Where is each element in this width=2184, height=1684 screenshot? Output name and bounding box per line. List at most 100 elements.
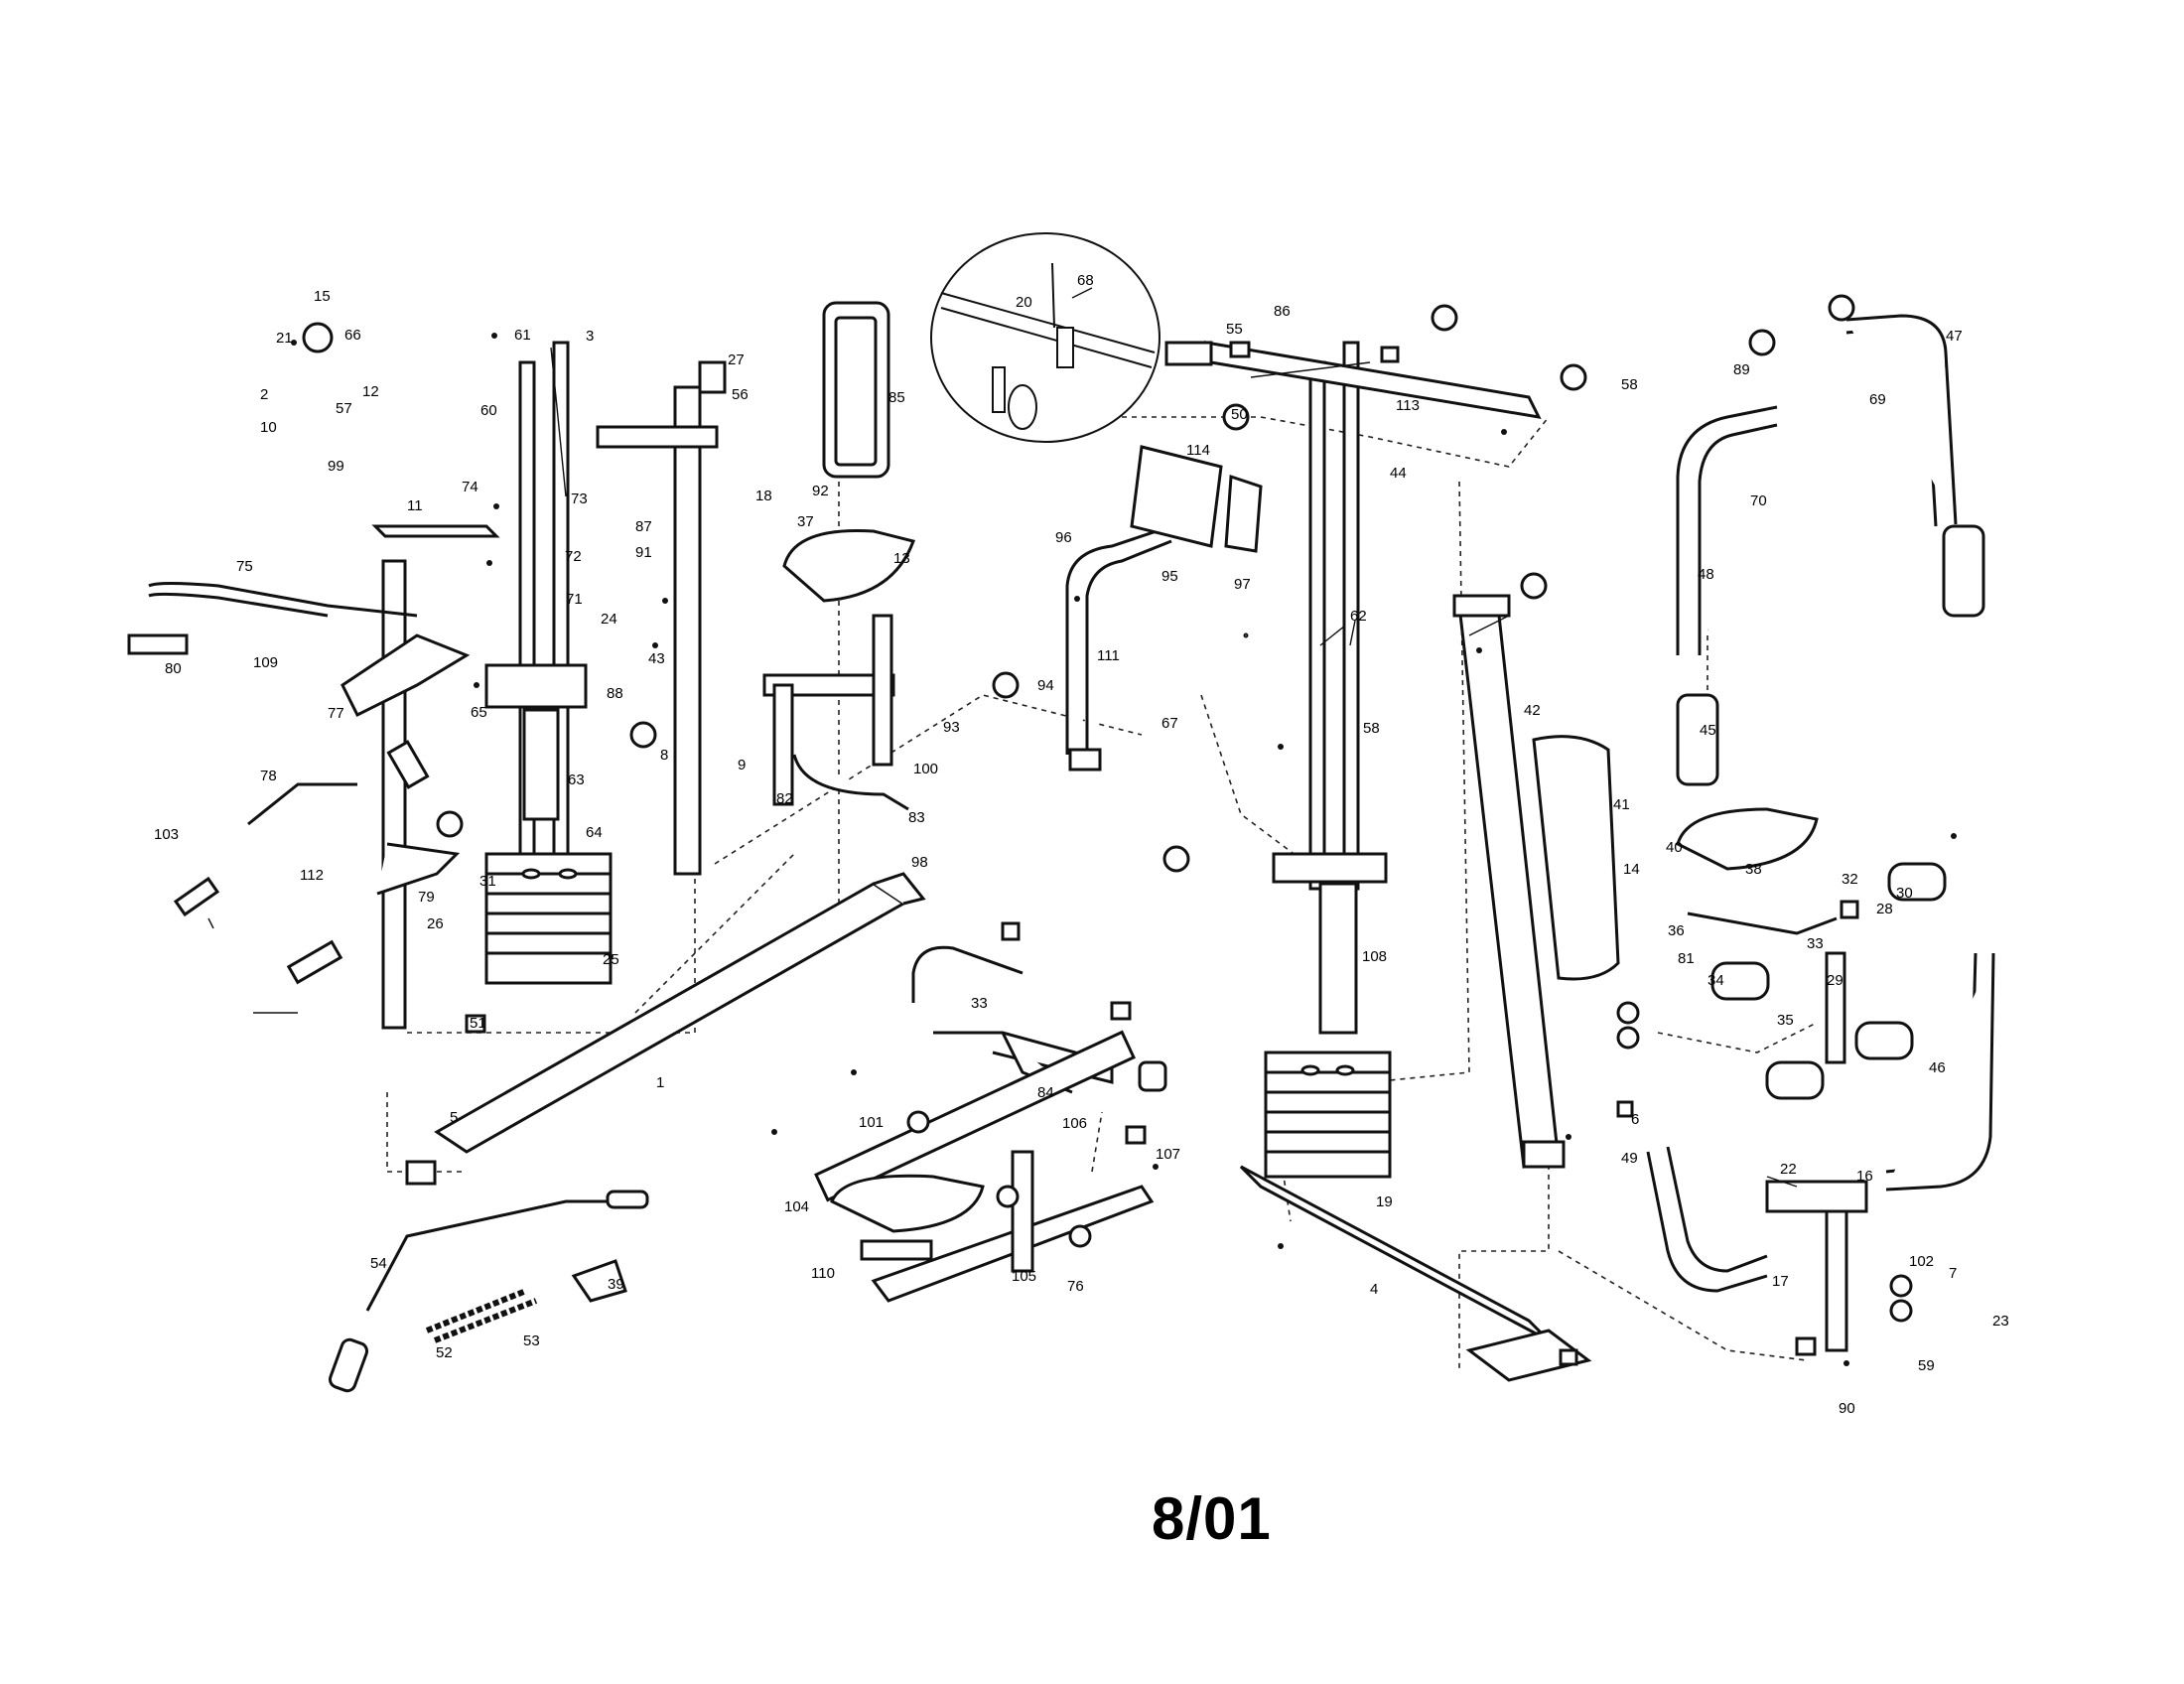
callout-label: 23 — [1992, 1313, 2009, 1330]
callout-label: 54 — [370, 1255, 387, 1272]
hardware-blocks — [465, 341, 1859, 1366]
callout-label: 95 — [1161, 568, 1178, 585]
callout-label: 8 — [660, 747, 668, 764]
callout-label: 45 — [1700, 722, 1716, 739]
callout-label: 104 — [784, 1198, 809, 1215]
callout-label: 99 — [328, 458, 344, 475]
callout-label: 106 — [1062, 1115, 1087, 1132]
callout-label: 80 — [165, 660, 182, 677]
callout-label: 27 — [728, 351, 745, 368]
callout-label: 41 — [1613, 796, 1630, 813]
callout-label: 37 — [797, 513, 814, 530]
callout-label: 68 — [1077, 272, 1094, 289]
callout-label: 29 — [1827, 972, 1843, 989]
leg-arm-46 — [1646, 952, 1995, 1352]
handle-39 — [571, 1259, 627, 1303]
callout-label: 30 — [1896, 885, 1913, 902]
chain-52 — [425, 1288, 538, 1343]
callout-label: 38 — [1745, 861, 1762, 878]
callout-label: 84 — [1037, 1084, 1054, 1101]
callout-label: 85 — [888, 389, 905, 406]
date-code: 8/01 — [1152, 1485, 1272, 1552]
callout-label: 34 — [1707, 972, 1724, 989]
callout-label: 55 — [1226, 321, 1243, 338]
callout-label: 72 — [565, 548, 582, 565]
callout-label: 96 — [1055, 529, 1072, 546]
callout-label: 58 — [1621, 376, 1638, 393]
callout-label: 78 — [260, 768, 277, 784]
callout-label: 9 — [738, 757, 746, 773]
callout-label: 98 — [911, 854, 928, 871]
left-weight-stack — [484, 852, 613, 985]
callout-label: 5 — [450, 1109, 458, 1126]
callout-label: 74 — [462, 479, 478, 495]
callout-label: 47 — [1946, 328, 1963, 345]
pulley-detail-inset — [930, 232, 1160, 443]
callout-label: 44 — [1390, 465, 1407, 482]
callout-label: 64 — [586, 824, 603, 841]
callout-label: 86 — [1274, 303, 1291, 320]
callout-label: 20 — [1016, 294, 1032, 311]
callout-label: 76 — [1067, 1278, 1084, 1295]
callout-label: 52 — [436, 1344, 453, 1361]
callout-label: 22 — [1780, 1161, 1797, 1178]
part-callouts: 15 66 21 2 12 57 10 99 61 3 60 73 27 56 … — [154, 272, 2009, 1417]
callout-label: 79 — [418, 889, 435, 906]
callout-label: 89 — [1733, 361, 1750, 378]
callout-label: 53 — [523, 1333, 540, 1349]
callout-label: 50 — [1231, 406, 1248, 423]
lat-bar-54 — [328, 1190, 649, 1393]
press-arm-84 — [814, 945, 1167, 1202]
callout-label: 25 — [603, 951, 619, 968]
seat-pad-13-right — [1676, 807, 1846, 1064]
callout-label: 108 — [1362, 948, 1387, 965]
callout-label: 102 — [1909, 1253, 1934, 1270]
callout-label: 17 — [1772, 1273, 1789, 1290]
callout-label: 11 — [407, 497, 423, 514]
leg-bench-105 — [830, 1150, 1155, 1303]
callout-label: 36 — [1668, 922, 1685, 939]
column-42 — [1452, 594, 1620, 1169]
callout-label: 32 — [1842, 871, 1858, 888]
top-beam-55 — [1164, 341, 1542, 419]
press-arm-96 — [1065, 445, 1263, 772]
fasteners — [291, 333, 1957, 1366]
callout-label: 33 — [971, 995, 988, 1012]
roller-pads-30 — [1710, 862, 1947, 1100]
callout-label: 111 — [1097, 647, 1120, 664]
callout-label: 51 — [470, 1015, 486, 1032]
callout-label: 14 — [1623, 861, 1640, 878]
callout-label: 16 — [1856, 1168, 1873, 1185]
callout-label: 19 — [1376, 1193, 1393, 1210]
callout-label: 62 — [1350, 608, 1367, 625]
callout-label: 48 — [1698, 566, 1714, 583]
left-upright-frame — [127, 341, 727, 1030]
callout-label: 101 — [859, 1114, 884, 1131]
callout-label: 60 — [480, 402, 497, 419]
callout-label: 105 — [1012, 1268, 1036, 1285]
back-pad-85 — [822, 301, 890, 479]
callout-label: 112 — [300, 867, 324, 884]
callout-label: 87 — [635, 518, 652, 535]
callout-label: 56 — [732, 386, 749, 403]
callout-label: 3 — [586, 328, 594, 345]
base-beam-5 — [405, 872, 926, 1186]
callout-label: 92 — [812, 483, 829, 499]
callout-label: 109 — [253, 654, 278, 671]
callout-label: 58 — [1363, 720, 1380, 737]
callout-label: 10 — [260, 419, 277, 436]
callout-leaders — [207, 287, 1947, 1188]
callout-label: 83 — [908, 809, 925, 826]
callout-label: 61 — [514, 327, 531, 344]
callout-label: 114 — [1186, 442, 1210, 459]
callout-label: 94 — [1037, 677, 1054, 694]
right-upright-62 — [1272, 341, 1388, 1035]
callout-label: 43 — [648, 650, 665, 667]
callout-label: 93 — [943, 719, 960, 736]
callout-label: 49 — [1621, 1150, 1638, 1167]
callout-label: 46 — [1929, 1059, 1946, 1076]
pulley-wheels — [302, 294, 1913, 1323]
callout-label: 90 — [1839, 1400, 1855, 1417]
callout-label: 42 — [1524, 702, 1541, 719]
